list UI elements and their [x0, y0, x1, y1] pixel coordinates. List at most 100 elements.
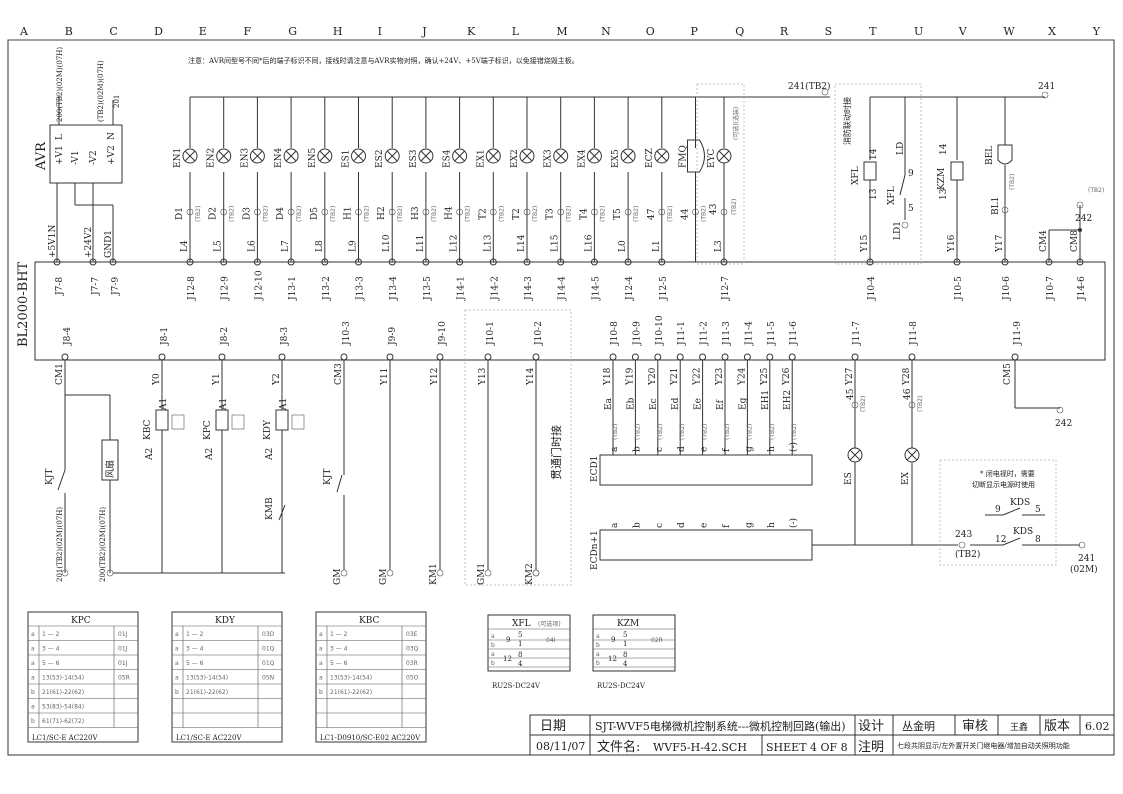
ecd-seg-top: d [677, 446, 687, 452]
table-cell-type: a [31, 660, 35, 667]
ecd-pin-seg: Ec [649, 398, 659, 410]
lamp-name-es2: ES2 [375, 150, 385, 168]
avr-top-wire-3: 201 [113, 95, 121, 108]
avr-pin-v2n: -V2 [89, 150, 99, 165]
table-title: KPC [71, 616, 91, 626]
table-cell-type: a [31, 631, 35, 638]
lamp-name-en5: EN5 [308, 148, 318, 168]
ecd-pin-tb: (TB2) [724, 424, 731, 440]
xfl-n13: 13 [869, 188, 879, 200]
lamp-board-connector [355, 258, 362, 266]
ecd-pin-label: J11-5 [767, 321, 777, 346]
lamp-tb: (TB2) [465, 206, 472, 222]
lamp-wire: T2 [478, 208, 488, 220]
relay-footer: RU2S-DC24V [492, 682, 541, 690]
lamp-pin: J12-10 [254, 270, 264, 301]
table-footer: LC1-D0910/SC-E02 AC220V [320, 734, 421, 742]
lamp-board-connector [658, 258, 666, 266]
table-cell-type: a [319, 675, 323, 682]
table-cell-contacts: 1 — 2 [330, 631, 348, 638]
bottom-pin-label: J8-1 [160, 327, 170, 346]
ecd-seg-top: c [655, 447, 665, 452]
ecd-seg-top: h [767, 446, 777, 452]
lamp-name-ex2: EX2 [510, 149, 520, 168]
ecd-seg-top: f [722, 448, 732, 452]
lamp-pin: J13-4 [389, 276, 399, 301]
bottom-pin-label: J10-1 [486, 321, 496, 346]
lamp-net: L11 [416, 235, 426, 252]
lamp-tb: (TB2) [532, 206, 539, 222]
fire-net: Y15 [860, 234, 870, 253]
lamp-net: L13 [483, 234, 493, 252]
table-cell-ref: 03Q [406, 646, 419, 653]
es-ex-net: Y28 [902, 367, 912, 386]
avr-board-pin-j7-7: J7-7 [91, 277, 101, 296]
lamp-icon-en3 [249, 148, 265, 164]
relay-n9: 9 [611, 636, 615, 644]
lamp-tb: (TB2) [262, 206, 269, 222]
relay-ref: 04I [546, 637, 556, 644]
avr-board-wire-5v: +5V1N [48, 225, 58, 258]
lamp-name-ex1: EX1 [476, 149, 486, 168]
lamp-pin: J13-2 [322, 276, 332, 301]
relay-type: a [491, 651, 495, 658]
relay-n4: 4 [623, 660, 628, 668]
lamp-pin: J12-9 [221, 276, 231, 301]
border-col-K: K [467, 25, 476, 38]
xfl-n9: 9 [908, 169, 914, 179]
end-label: KM1 [429, 563, 439, 585]
lamp-tb: (TB2) [633, 206, 640, 222]
eyc-tb: (TB2) [731, 199, 738, 215]
ecd-pin-seg: Ed [671, 397, 681, 410]
lamp-name-en3: EN3 [240, 148, 250, 168]
table-cell-contacts: 5 — 6 [42, 660, 60, 667]
kmb-label: KMB [265, 497, 275, 520]
table-footer: LC1/SC-E AC220V [176, 734, 242, 742]
ecd-pin-seg: Eg [738, 397, 748, 410]
lamp-connector [557, 208, 565, 216]
tb-design-label: 设计 [858, 719, 884, 734]
table-cell-contacts: 1 — 2 [186, 631, 204, 638]
bottom-pin-net: Y13 [478, 367, 488, 386]
border-col-X: X [1048, 25, 1056, 38]
xfl-n14: 14 [869, 148, 879, 160]
ecd-seg-top: g [744, 446, 754, 452]
lamp-wire: H4 [445, 206, 455, 220]
ecd-pin-label: J11-1 [677, 321, 687, 346]
ecd-pin-tb: (TB2) [679, 424, 686, 440]
ecd-pin-label: J11-2 [700, 321, 710, 346]
bel-pin: J10-6 [1002, 276, 1012, 301]
ecdn-box [599, 529, 813, 561]
avr-pin-n: N [107, 132, 117, 140]
avr-block: AVR +V1 L -V1 -V2 +V2 N 200(TB2)(02M)(07… [34, 47, 123, 296]
bottom-pin-net: Y0 [152, 373, 162, 386]
ecd-pin-tb: (TB2) [634, 424, 641, 440]
lamp-icon-en4 [283, 148, 299, 164]
relay-type: b [491, 660, 495, 667]
lamp-icon-ecz [654, 148, 670, 164]
table-cell-contacts: 53(83)-54(84) [42, 704, 84, 711]
border-col-I: I [378, 25, 382, 38]
relay-n5: 5 [518, 631, 522, 639]
table-cell-ref: 01J [118, 646, 128, 653]
tb-date-label: 日期 [540, 719, 566, 734]
cm8-pin: J14-6 [1077, 276, 1087, 301]
border-col-U: U [914, 25, 923, 38]
bottom-pin-label: J9-10 [438, 321, 448, 346]
lamp-connector [523, 208, 531, 216]
border-col-C: C [109, 25, 117, 38]
table-cell-ref: 03D [262, 631, 275, 638]
kds-n5: 5 [1035, 505, 1041, 515]
avr-board-wire-gnd: GND1 [104, 230, 114, 258]
ref-242-right: 242 [1075, 214, 1092, 224]
lamp-board-connector [220, 258, 228, 266]
lamp-board-connector [186, 258, 194, 266]
